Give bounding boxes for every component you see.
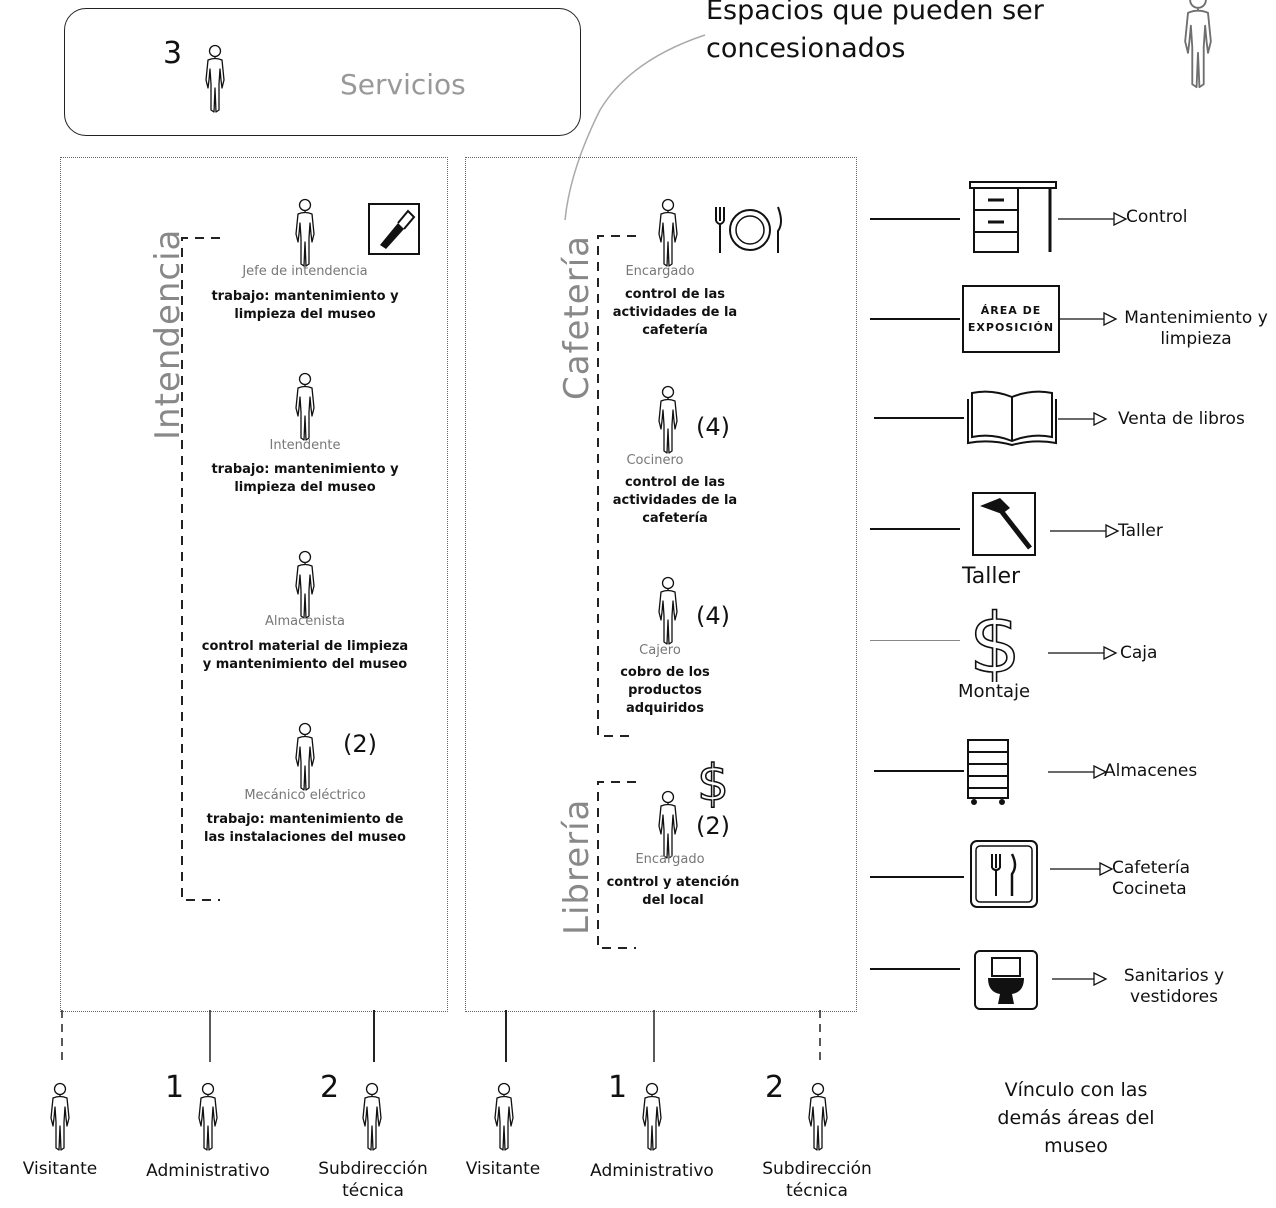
- exhibition-area-text: Área de exposición: [967, 304, 1055, 334]
- montaje-caption: Montaje: [958, 681, 1031, 702]
- role-title: Almacenista: [265, 614, 345, 629]
- link-label: Sanitarios y vestidores: [1123, 966, 1225, 1007]
- link-label: Caja: [1120, 643, 1158, 663]
- link-line: [870, 318, 960, 320]
- link-line: [874, 770, 964, 772]
- person-icon: [352, 1082, 392, 1152]
- arrow: [1052, 972, 1108, 986]
- person-icon: [648, 790, 688, 860]
- role-desc: cobro de los productos adquiridos: [620, 665, 710, 716]
- link-label: Control: [1126, 207, 1188, 227]
- link-label: Cafetería Cocineta: [1112, 858, 1190, 899]
- link-line: [870, 528, 960, 530]
- person-icon: [648, 385, 688, 455]
- role-count: (4): [696, 413, 730, 441]
- subdireccion-label: Subdirección técnica: [318, 1159, 428, 1201]
- admin-number: 1: [608, 1070, 628, 1105]
- arrow: [1058, 412, 1108, 426]
- intendencia-panel: [60, 157, 448, 1012]
- shelf-icon: [966, 738, 1010, 806]
- person-icon: [798, 1082, 838, 1152]
- role-count: (2): [343, 730, 377, 758]
- svg-text:$: $: [969, 602, 1021, 682]
- link-line: [874, 417, 964, 419]
- exhibition-area-icon: Área de exposición: [962, 285, 1060, 353]
- arrow: [1048, 646, 1118, 660]
- link-line: [870, 640, 960, 641]
- subdireccion-number: 2: [765, 1070, 785, 1105]
- visitante-label: Visitante: [22, 1159, 98, 1179]
- role-title: Intendente: [269, 438, 341, 453]
- concession-arrow: [564, 34, 706, 221]
- link-line: [870, 218, 960, 220]
- hammer-icon: [972, 492, 1036, 556]
- toilet-icon: [974, 950, 1038, 1010]
- servicios-header-box: [64, 8, 581, 136]
- arrow: [1058, 312, 1118, 326]
- intendencia-bracket: [181, 237, 220, 901]
- desk-icon: [966, 180, 1060, 254]
- person-icon: [195, 44, 235, 114]
- role-desc: trabajo: mantenimiento y limpieza del mu…: [211, 462, 399, 495]
- link-line: [870, 876, 964, 878]
- header-title: Servicios: [340, 68, 466, 101]
- link-label: Mantenimiento y limpieza: [1124, 308, 1268, 349]
- role-title: Encargado: [625, 264, 695, 279]
- role-title: Mecánico eléctrico: [244, 788, 366, 803]
- role-title: Encargado: [635, 852, 705, 867]
- svg-text:$: $: [697, 756, 729, 808]
- role-desc: control y atención del local: [606, 875, 740, 908]
- link-label: Taller: [1118, 521, 1163, 541]
- person-icon: [285, 550, 325, 620]
- arrow: [1048, 765, 1108, 779]
- administrativo-label: Administrativo: [146, 1161, 270, 1181]
- role-count: (4): [696, 602, 730, 630]
- person-icon: [285, 722, 325, 792]
- paintbrush-icon: [368, 203, 420, 255]
- arrow: [1058, 212, 1128, 226]
- person-icon-corner: [1168, 0, 1228, 90]
- fork-knife-icon: [970, 840, 1038, 908]
- role-title: Cajero: [639, 643, 681, 658]
- role-title: Cocinero: [626, 453, 684, 468]
- person-icon: [285, 372, 325, 442]
- person-icon: [40, 1082, 80, 1152]
- header-count: 3: [163, 36, 183, 71]
- role-desc: control de las actividades de la cafeter…: [612, 287, 738, 338]
- cafeteria-bracket: [597, 235, 636, 737]
- person-icon: [285, 198, 325, 268]
- book-icon: [966, 387, 1058, 447]
- person-icon: [484, 1082, 524, 1152]
- subdireccion-label: Subdirección técnica: [762, 1159, 872, 1201]
- link-label: Almacenes: [1104, 761, 1198, 781]
- person-icon: [632, 1082, 672, 1152]
- role-count: (2): [696, 812, 730, 840]
- role-desc: control material de limpieza y mantenimi…: [201, 639, 409, 672]
- role-desc: trabajo: mantenimiento y limpieza del mu…: [211, 289, 399, 322]
- link-line: [870, 968, 960, 970]
- arrow: [1050, 524, 1120, 538]
- person-icon: [648, 576, 688, 646]
- role-desc: control de las actividades de la cafeter…: [612, 475, 738, 526]
- libreria-bracket: [597, 781, 636, 949]
- concession-note: Espacios que pueden ser concesionados: [706, 0, 1044, 64]
- link-label: Venta de libros: [1118, 409, 1245, 429]
- role-desc: trabajo: mantenimiento de las instalacio…: [204, 812, 406, 845]
- bottom-connectors: [61, 1010, 821, 1062]
- administrativo-label: Administrativo: [590, 1161, 714, 1181]
- visitante-label: Visitante: [465, 1159, 541, 1179]
- dollar-icon: $: [695, 753, 731, 813]
- role-title: Jefe de intendencia: [242, 264, 368, 279]
- links-footer: Vínculo con las demás áreas del museo: [997, 1079, 1155, 1157]
- person-icon: [188, 1082, 228, 1152]
- arrow: [1050, 862, 1114, 876]
- dollar-icon: $: [960, 596, 1030, 693]
- admin-number: 1: [165, 1070, 185, 1105]
- plate-cutlery-icon: [710, 203, 786, 257]
- subdireccion-number: 2: [320, 1070, 340, 1105]
- cafeteria-panel: [465, 157, 857, 1012]
- taller-caption: Taller: [962, 564, 1021, 589]
- libreria-label: Librería: [557, 798, 597, 935]
- person-icon: [648, 198, 688, 268]
